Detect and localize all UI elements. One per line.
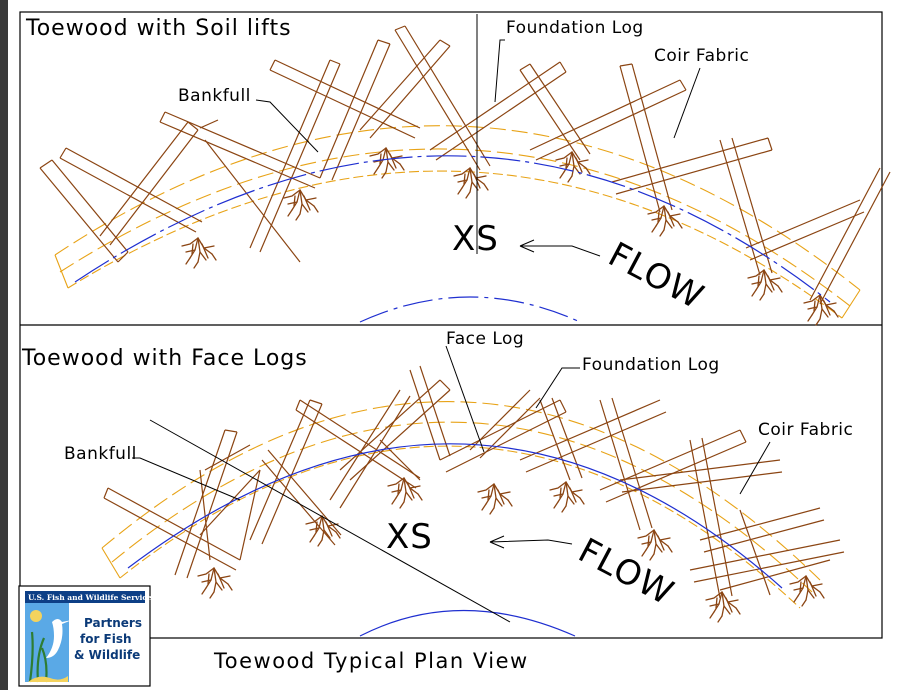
bankfull-line [74,155,831,303]
xs-section-line [149,419,511,623]
coir-fabric-leader [739,441,771,495]
log-group [103,365,845,599]
coir-fabric-line [67,170,843,319]
coir-fabric-line [119,445,801,609]
panel-soil-lifts: Toewood with Soil lifts Foundation Log C… [25,14,891,326]
flow-arrow [489,535,573,549]
heron-icon [46,619,72,658]
bankfull-label: Bankfull [64,444,137,464]
foundation-log-label: Foundation Log [582,355,720,375]
coir-fabric-line [59,148,851,307]
channel-line [359,609,576,637]
bankfull-leader [255,99,319,153]
left-edge [0,0,8,690]
flow-label: FLOW [602,235,711,318]
fabric-boundary [54,254,861,319]
coir-fabric-line [54,125,861,291]
logo-agency-text: U.S. Fish and Wildlife Service [28,593,152,602]
moon-icon [30,610,42,622]
drawing-title: Toewood Typical Plan View [213,649,529,673]
coir-fabric-leader [673,67,701,139]
xs-label: XS [452,219,499,259]
coir-fabric-label: Coir Fabric [758,420,853,440]
foundation-log-leader [494,39,505,103]
coir-fabric-line [111,421,813,593]
log-group [39,25,891,305]
coir-fabric-label: Coir Fabric [654,46,749,66]
bankfull-line [127,443,783,589]
partners-for-fish-logo: U.S. Fish and Wildlife Service Partners … [18,585,152,687]
fabric-boundary [101,547,121,579]
xs-label: XS [386,517,433,557]
logo-line-2: for Fish [80,632,132,646]
foundation-log-label: Foundation Log [506,18,644,38]
logo-line-1: Partners [84,616,142,630]
logo-line-3: & Wildlife [74,648,140,662]
channel-line [359,296,581,323]
panel-title: Toewood with Soil lifts [25,16,292,41]
flow-arrow [519,239,601,257]
face-log-leader [445,345,485,453]
face-log-label: Face Log [446,329,524,349]
bankfull-label: Bankfull [178,86,251,106]
panel-title: Toewood with Face Logs [21,346,308,371]
foundation-log-leader [535,367,580,409]
bankfull-leader [132,457,241,501]
coir-fabric-line [101,401,821,581]
